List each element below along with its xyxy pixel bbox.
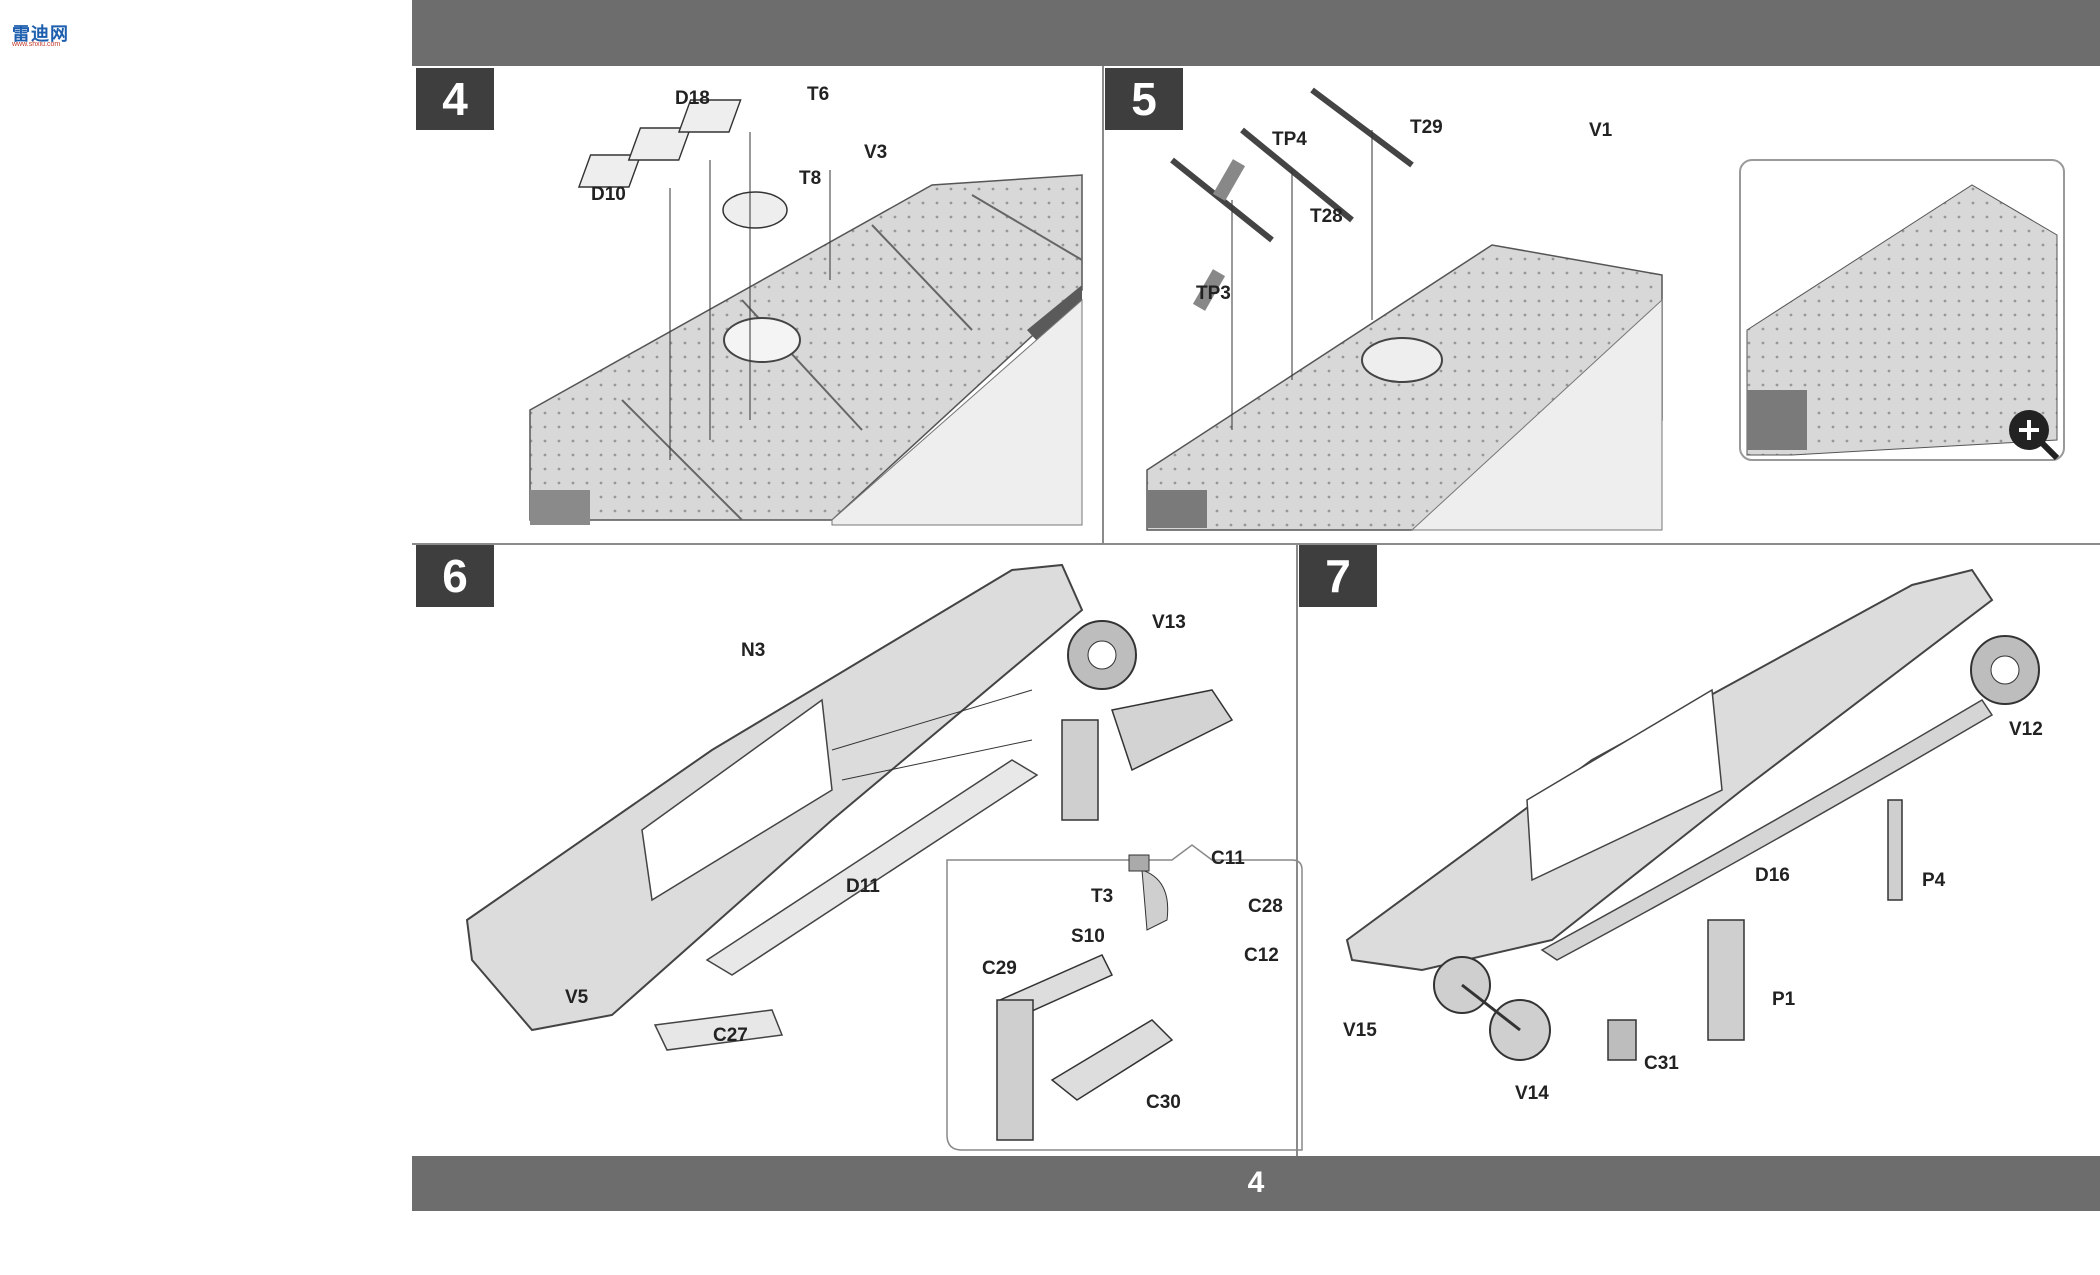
- label-p1: P1: [1772, 989, 1796, 1010]
- label-t28: T28: [1310, 206, 1343, 227]
- divider-steps-6-7: [1296, 543, 1298, 1156]
- label-c27: C27: [713, 1025, 748, 1046]
- label-v1: V1: [1589, 120, 1613, 141]
- label-v15: V15: [1343, 1020, 1377, 1041]
- label-d11: D11: [846, 876, 880, 897]
- step-5-hull-drawing: [1146, 87, 1663, 531]
- label-t8: T8: [799, 168, 822, 189]
- label-v5: V5: [565, 987, 589, 1008]
- divider-top-bottom: [412, 543, 2100, 545]
- label-c29: C29: [982, 958, 1017, 979]
- step-4-badge: 4: [416, 68, 494, 130]
- step-5-zoom-drawing: [1739, 159, 2065, 461]
- step-7-badge: 7: [1299, 545, 1377, 607]
- label-d16: D16: [1755, 865, 1790, 886]
- label-tp3: TP3: [1196, 283, 1231, 304]
- label-t3: T3: [1091, 886, 1114, 907]
- step-4-hull-drawing: [529, 99, 1083, 526]
- label-v3: V3: [864, 142, 888, 163]
- label-t29: T29: [1410, 117, 1443, 138]
- label-s10: S10: [1071, 926, 1105, 947]
- assembly-drawings: [465, 87, 2065, 1151]
- step-6-badge: 6: [416, 545, 494, 607]
- label-t6: T6: [807, 84, 830, 105]
- step-6-side-hull-drawing: [465, 563, 1234, 1051]
- footer-bar: 4: [412, 1156, 2100, 1211]
- site-logo: 雷迪网 www.shxiu.com: [6, 10, 70, 48]
- label-c11: C11: [1211, 848, 1245, 869]
- label-d10: D10: [591, 184, 626, 205]
- label-n3: N3: [741, 640, 766, 661]
- label-v13: V13: [1152, 612, 1186, 633]
- label-v14: V14: [1515, 1083, 1549, 1104]
- label-d18: D18: [675, 88, 710, 109]
- label-c30: C30: [1146, 1092, 1181, 1113]
- step-6-detail-drawing: [946, 844, 1303, 1151]
- label-c28: C28: [1248, 896, 1283, 917]
- label-c31: C31: [1644, 1053, 1679, 1074]
- divider-steps-4-5: [1102, 66, 1104, 544]
- header-bar: [412, 0, 2100, 66]
- step-7-side-hull-drawing: [1345, 568, 2040, 1061]
- label-v12: V12: [2009, 719, 2043, 740]
- page-number: 4: [1247, 1166, 1265, 1199]
- label-c12: C12: [1244, 945, 1279, 966]
- step-5-badge: 5: [1105, 68, 1183, 130]
- label-p4: P4: [1922, 870, 1946, 891]
- label-tp4: TP4: [1272, 129, 1307, 150]
- instruction-page: 4 5 6 7: [412, 0, 2100, 1275]
- site-logo-text: 雷迪网: [12, 24, 69, 45]
- site-logo-url: www.shxiu.com: [12, 41, 61, 48]
